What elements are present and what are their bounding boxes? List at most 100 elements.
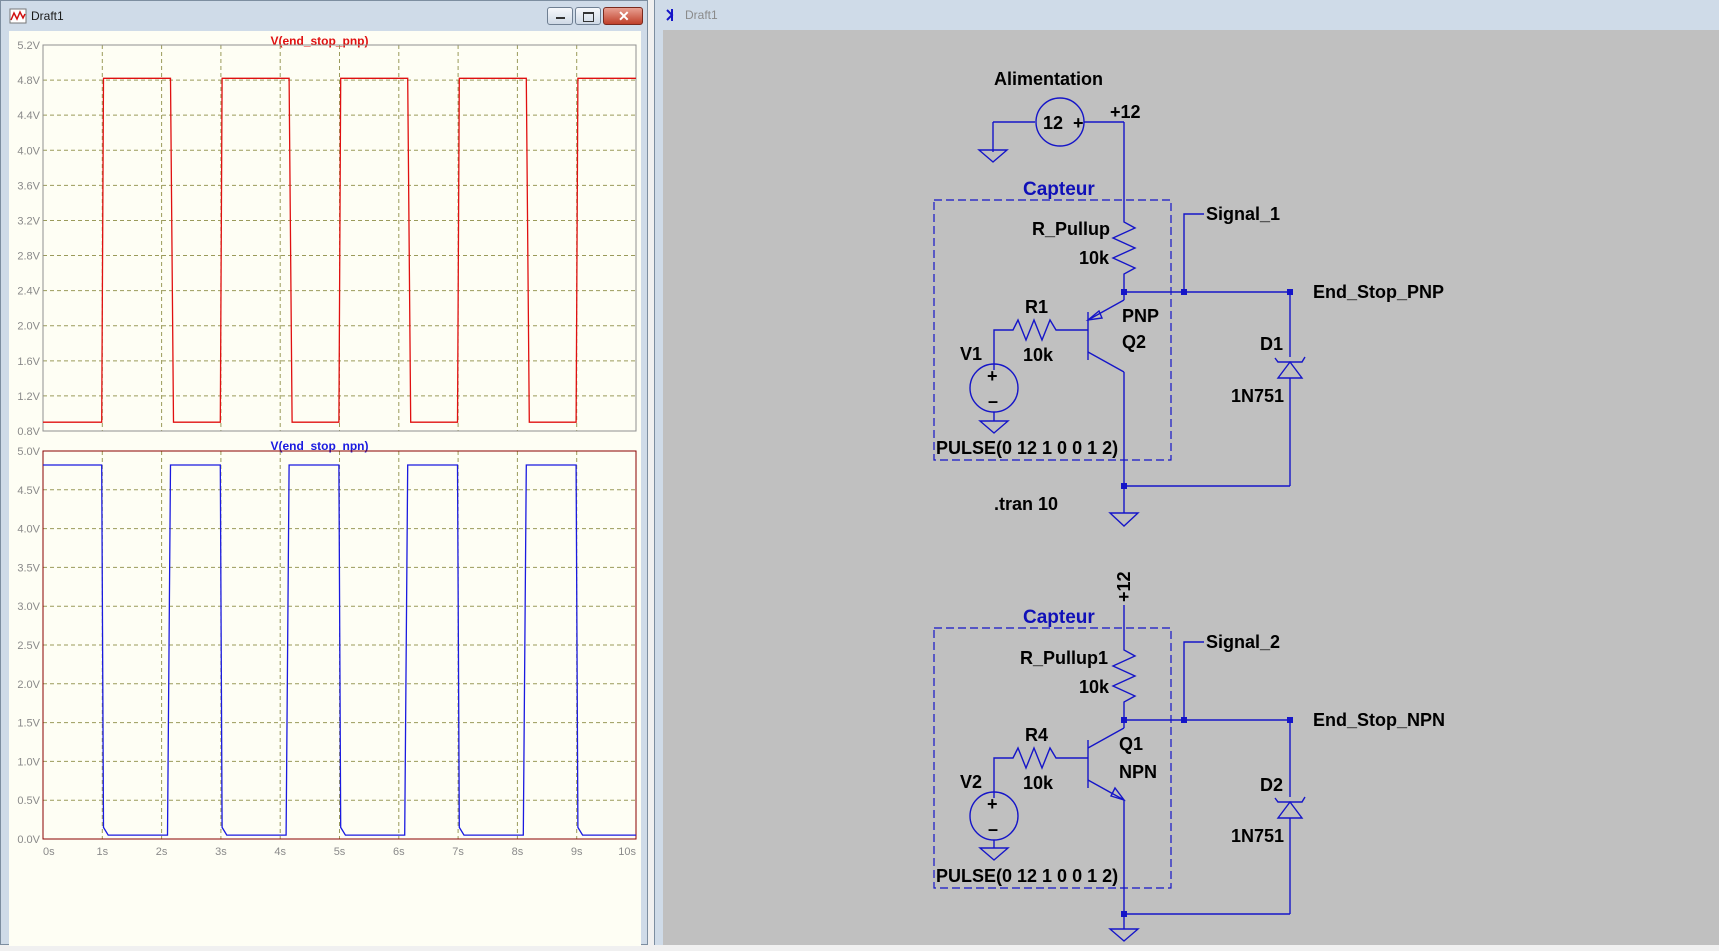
y-tick-label-npn: 0.0V xyxy=(17,834,40,846)
ground-icon[interactable] xyxy=(1108,928,1140,942)
wire-signal-1[interactable] xyxy=(1183,213,1204,292)
q2-type-label: PNP xyxy=(1122,306,1159,326)
vcc-label-2: +12 xyxy=(1114,571,1134,602)
r4-value: 10k xyxy=(1023,773,1054,793)
diode-d2[interactable] xyxy=(1276,800,1304,819)
q2-name-label: Q2 xyxy=(1122,332,1146,352)
r-pullup1-value: 10k xyxy=(1079,677,1110,697)
y-tick-label-npn: 4.5V xyxy=(17,485,40,497)
trace-pnp[interactable] xyxy=(43,77,636,423)
x-tick-label: 10s xyxy=(618,846,636,858)
plot-title-pnp[interactable]: V(end_stop_pnp) xyxy=(271,34,369,48)
capteur-box-2[interactable] xyxy=(933,627,1172,889)
y-tick-label-pnp: 2.4V xyxy=(17,286,40,298)
y-tick-label-npn: 1.0V xyxy=(17,756,40,768)
r1-label: R1 xyxy=(1025,297,1048,317)
d2-label: D2 xyxy=(1260,775,1283,795)
diode-d1[interactable] xyxy=(1276,360,1304,379)
wire-signal-2[interactable] xyxy=(1183,641,1204,720)
capteur-box-1[interactable] xyxy=(933,199,1172,461)
r1-value: 10k xyxy=(1023,345,1054,365)
r-pullup-value: 10k xyxy=(1079,248,1110,268)
schematic-window-title: Draft1 xyxy=(685,8,718,22)
transistor-q2-emitter[interactable] xyxy=(1087,299,1125,321)
resistor-r-pullup[interactable] xyxy=(1111,215,1137,292)
output-npn-label: End_Stop_NPN xyxy=(1313,710,1445,730)
y-tick-label-npn: 4.0V xyxy=(17,524,40,536)
tran-directive: .tran 10 xyxy=(994,494,1058,514)
plot-frame-npn xyxy=(42,450,637,840)
pulse-2-label: PULSE(0 12 1 0 0 1 2) xyxy=(936,866,1118,886)
plot-title-npn[interactable]: V(end_stop_npn) xyxy=(271,439,369,453)
r-pullup-label: R_Pullup xyxy=(1032,219,1110,239)
transistor-q2-collector[interactable] xyxy=(1087,351,1125,373)
y-tick-label-npn: 2.0V xyxy=(17,679,40,691)
y-tick-label-npn: 3.0V xyxy=(17,601,40,613)
y-tick-label-pnp: 4.4V xyxy=(17,110,40,122)
x-tick-label: 5s xyxy=(334,846,346,858)
y-tick-label-pnp: 0.8V xyxy=(17,426,40,438)
schematic-canvas[interactable]: Alimentation 12 + +12 Capteur R_Pullup 1… xyxy=(663,30,1719,945)
ground-icon[interactable] xyxy=(978,847,1010,861)
resistor-r1[interactable] xyxy=(993,318,1088,370)
minimize-icon xyxy=(556,17,565,19)
transistor-q1-emitter[interactable] xyxy=(1087,779,1125,801)
diode-d1-cathode xyxy=(1274,356,1306,363)
v2-plus: + xyxy=(987,794,998,814)
plot-pane-npn[interactable]: V(end_stop_npn) 0.0V 0.5V 1.0V 1.5V 2.0V 2.5V 3… xyxy=(17,439,637,858)
x-tick-label: 2s xyxy=(156,846,168,858)
x-tick-label: 9s xyxy=(571,846,583,858)
plot-pane-pnp[interactable]: V(end_stop_pnp)0.8V1.2V1.6V2.0V2.4V2.8V3… xyxy=(17,34,637,438)
y-tick-label-pnp: 2.0V xyxy=(17,321,40,333)
schematic-icon xyxy=(666,9,674,21)
supply-group[interactable]: Alimentation 12 + +12 xyxy=(977,69,1141,163)
ground-icon[interactable] xyxy=(977,149,1009,163)
close-button[interactable]: ✕ xyxy=(603,7,643,25)
transistor-q2-arrow xyxy=(1085,309,1104,322)
schematic-drawing[interactable]: Alimentation 12 + +12 Capteur R_Pullup 1… xyxy=(663,30,1719,945)
close-icon: ✕ xyxy=(618,8,630,24)
trace-npn[interactable] xyxy=(43,464,636,836)
y-tick-label-pnp: 4.0V xyxy=(17,145,40,157)
v2-label: V2 xyxy=(960,772,982,792)
y-tick-label-pnp: 5.2V xyxy=(17,40,40,52)
schematic-titlebar[interactable]: Draft1 xyxy=(655,0,1719,30)
y-tick-label-npn: 0.5V xyxy=(17,795,40,807)
circuit-npn[interactable]: +12 Capteur R_Pullup1 10k Signal_2 End_S… xyxy=(933,571,1445,942)
x-tick-label: 0s xyxy=(43,846,55,858)
transistor-q1-arrow xyxy=(1110,786,1126,802)
maximize-button[interactable] xyxy=(575,7,601,25)
y-tick-label-npn: 1.5V xyxy=(17,718,40,730)
x-tick-label: 3s xyxy=(215,846,227,858)
y-tick-label-pnp: 1.6V xyxy=(17,356,40,368)
r-pullup1-label: R_Pullup1 xyxy=(1020,648,1108,668)
resistor-r-pullup1[interactable] xyxy=(1111,644,1137,720)
y-tick-label-npn: 2.5V xyxy=(17,640,40,652)
minimize-button[interactable] xyxy=(547,7,573,25)
ground-icon[interactable] xyxy=(978,420,1010,434)
v2-minus: – xyxy=(988,819,998,839)
x-tick-label: 7s xyxy=(452,846,464,858)
resistor-r4[interactable] xyxy=(993,746,1088,798)
d2-model: 1N751 xyxy=(1231,826,1284,846)
capteur-title-2: Capteur xyxy=(1023,607,1095,628)
transistor-q1-collector[interactable] xyxy=(1087,727,1125,749)
circuit-pnp[interactable]: Capteur R_Pullup 10k Signal_1 End_Stop_P… xyxy=(933,122,1444,527)
ground-icon[interactable] xyxy=(1108,512,1140,527)
v1-minus: – xyxy=(988,391,998,411)
q1-name-label: Q1 xyxy=(1119,734,1143,754)
signal-1-label: Signal_1 xyxy=(1206,204,1280,224)
y-tick-label-npn: 5.0V xyxy=(17,446,40,458)
r4-label: R4 xyxy=(1025,725,1048,745)
waveform-plots[interactable]: V(end_stop_pnp)0.8V1.2V1.6V2.0V2.4V2.8V3… xyxy=(9,31,641,946)
plus-sign: + xyxy=(1073,113,1084,133)
pulse-1-label: PULSE(0 12 1 0 0 1 2) xyxy=(936,438,1118,458)
waveform-titlebar[interactable]: Draft1 ✕ xyxy=(1,1,647,31)
supply-value: 12 xyxy=(1043,113,1063,133)
v1-label: V1 xyxy=(960,344,982,364)
y-tick-label-pnp: 3.6V xyxy=(17,180,40,192)
d1-label: D1 xyxy=(1260,334,1283,354)
x-tick-label: 4s xyxy=(274,846,286,858)
